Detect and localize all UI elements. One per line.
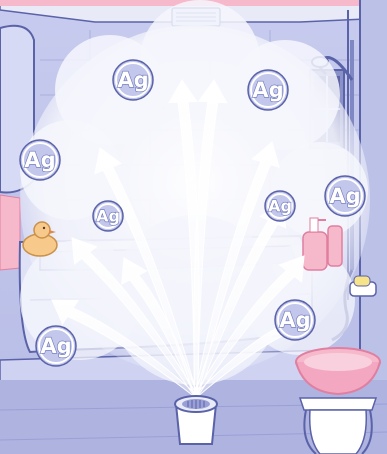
ag-ion: Ag xyxy=(93,201,123,231)
ag-ion: Ag xyxy=(113,60,153,100)
ag-ion: Ag xyxy=(265,191,295,221)
ion-diffuser xyxy=(175,396,217,444)
ag-ion-label: Ag xyxy=(24,148,55,172)
ag-ion: Ag xyxy=(20,140,60,180)
ag-ion-label: Ag xyxy=(40,334,71,358)
ag-ion: Ag xyxy=(248,70,288,110)
ag-ion-label: Ag xyxy=(329,184,360,208)
ag-ion-label: Ag xyxy=(96,206,120,225)
ag-ion-label: Ag xyxy=(252,78,283,102)
ag-ion-label: Ag xyxy=(268,196,292,215)
ag-ion: Ag xyxy=(36,326,76,366)
ag-ion: Ag xyxy=(325,176,365,216)
ag-ion-label: Ag xyxy=(117,68,148,92)
ag-ion: Ag xyxy=(275,300,315,340)
ag-ion-label: Ag xyxy=(279,308,310,332)
